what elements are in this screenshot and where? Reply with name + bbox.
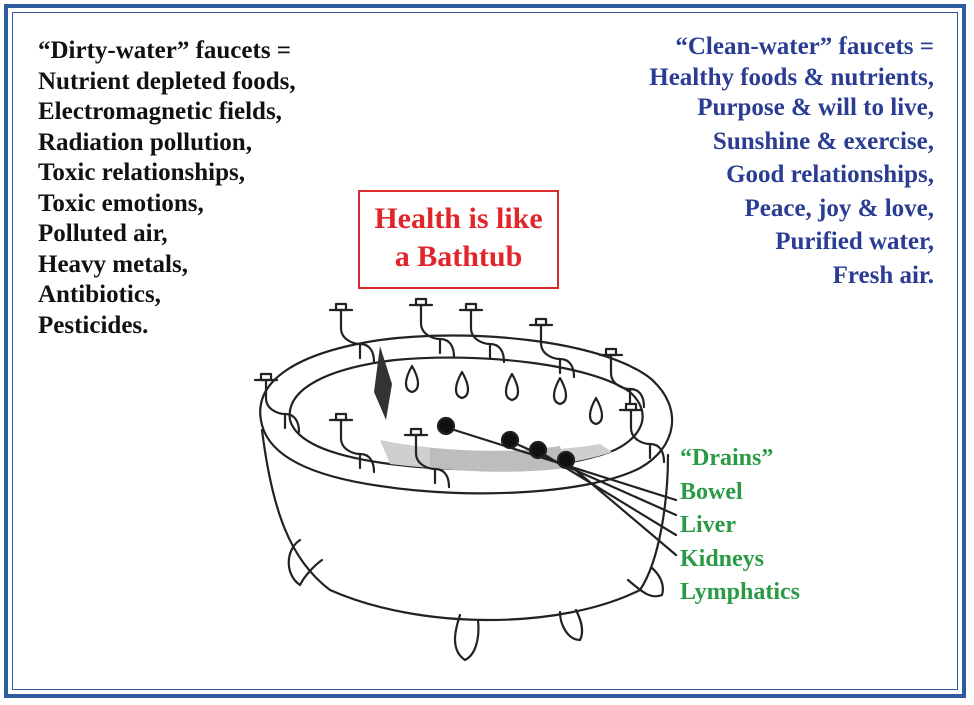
dirty-item: Toxic emotions,	[38, 189, 296, 220]
drain-icon	[558, 452, 574, 468]
water-drop-icon	[406, 366, 418, 392]
clean-item: Healthy foods & nutrients,	[649, 63, 934, 94]
title-line: a Bathtub	[360, 238, 557, 276]
dirty-stream	[374, 346, 392, 420]
dirty-item: Pesticides.	[38, 311, 296, 342]
water-drop-icon	[506, 374, 518, 400]
drains-heading: “Drains”	[680, 442, 800, 476]
dirty-heading: “Dirty-water” faucets =	[38, 36, 296, 67]
water-drop-icon	[554, 378, 566, 404]
dirty-item: Toxic relationships,	[38, 158, 296, 189]
faucet-icon	[330, 304, 374, 362]
drain-item: Liver	[680, 509, 800, 543]
water-drop-icon	[456, 372, 468, 398]
drain-item: Bowel	[680, 476, 800, 510]
faucet-icon	[460, 304, 504, 362]
drain-icon	[502, 432, 518, 448]
dirty-item: Polluted air,	[38, 219, 296, 250]
faucet-icon	[330, 414, 374, 472]
dirty-item: Heavy metals,	[38, 250, 296, 281]
clean-item: Good relationships,	[649, 160, 934, 191]
dirty-item: Electromagnetic fields,	[38, 97, 296, 128]
faucet-icon	[600, 349, 644, 407]
drains-list: “Drains” Bowel Liver Kidneys Lymphatics	[680, 442, 800, 610]
title-line: Health is like	[360, 200, 557, 238]
clean-item: Peace, joy & love,	[649, 194, 934, 225]
clean-faucets-list: “Clean-water” faucets = Healthy foods & …	[649, 32, 934, 291]
drain-item: Lymphatics	[680, 576, 800, 610]
water-drop-icon	[590, 398, 602, 424]
drain-icon	[438, 418, 454, 434]
dirty-item: Antibiotics,	[38, 280, 296, 311]
faucet-icon	[410, 299, 454, 357]
clean-item: Sunshine & exercise,	[649, 127, 934, 158]
drain-item: Kidneys	[680, 543, 800, 577]
dirty-item: Radiation pollution,	[38, 128, 296, 159]
clean-item: Purpose & will to live,	[649, 93, 934, 124]
drain-icon	[530, 442, 546, 458]
clean-item: Fresh air.	[649, 261, 934, 292]
tub-foot-front-left	[455, 615, 478, 660]
clean-item: Purified water,	[649, 227, 934, 258]
dirty-item: Nutrient depleted foods,	[38, 67, 296, 98]
title-box: Health is like a Bathtub	[358, 190, 559, 289]
dirty-faucets-list: “Dirty-water” faucets = Nutrient deplete…	[38, 36, 296, 341]
clean-heading: “Clean-water” faucets =	[649, 32, 934, 63]
